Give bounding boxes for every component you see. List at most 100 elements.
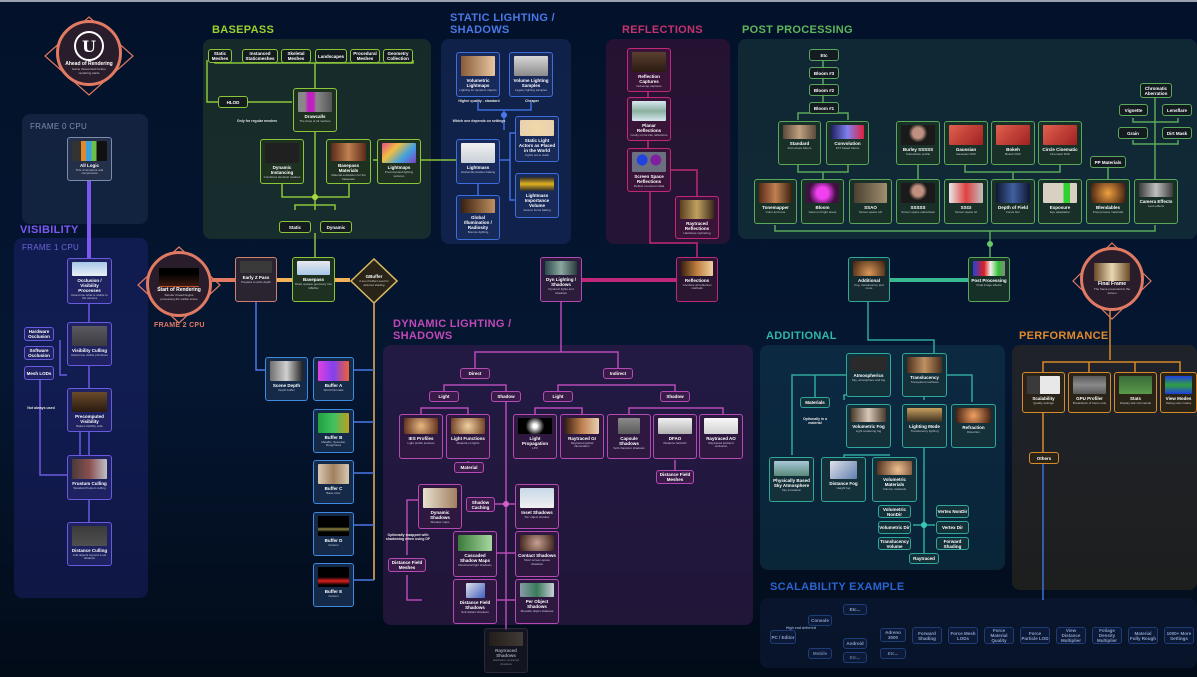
view-modes-node[interactable]: View Modes Debug view modes — [1160, 372, 1197, 413]
translucency-node[interactable]: Translucency Transparent surfaces — [902, 353, 947, 397]
reflections-node[interactable]: Reflections Combine all reflection metho… — [676, 257, 718, 302]
lightmass-importance-volume-node[interactable]: Lightmass Importance Volume Area to focu… — [515, 173, 559, 218]
source-landscapes[interactable]: Landscapes — [315, 49, 347, 63]
static-tag[interactable]: Static — [279, 221, 311, 233]
dynamic-shadows-node[interactable]: Dynamic Shadows Shadow maps — [418, 484, 462, 529]
per-object-shadows-node[interactable]: Per Object Shadows Movable object shadow… — [515, 579, 559, 624]
scal-foliage-density[interactable]: Foliage Density Multiplier — [1092, 627, 1122, 644]
all-logic-node[interactable]: All Logic Tick of all actors and compone… — [67, 137, 112, 181]
translucency-volume-tag[interactable]: Translucency Volume — [878, 537, 911, 550]
dyn-lighting-node[interactable]: Dyn Lighting / Shadows Dynamic lights an… — [540, 257, 582, 302]
refraction-node[interactable]: Refraction Distortion — [951, 404, 996, 448]
capsule-shadows-node[interactable]: Capsule Shadows Soft character shadows — [607, 414, 651, 459]
volumetric-lightmaps-node[interactable]: Volumetric Lightmaps Lighting for dynami… — [456, 52, 500, 97]
dfao-node[interactable]: DFAO Distance field AO — [653, 414, 697, 459]
pp-ssgi-node[interactable]: SSGI Screen space GI — [944, 179, 988, 224]
buffer-e-node[interactable]: Buffer E Custom — [313, 563, 354, 607]
indirect-tag[interactable]: Indirect — [603, 368, 633, 379]
scal-force-mesh-lods[interactable]: Force Mesh LODs — [948, 627, 978, 644]
light-functions-node[interactable]: Light Functions Material on lights — [446, 414, 490, 459]
hlod-tag[interactable]: HLOD — [218, 96, 248, 108]
pp-standard-node[interactable]: Standard Full screen bloom — [778, 121, 821, 165]
buffer-d-node[interactable]: Buffer D Custom — [313, 512, 354, 556]
volumetric-materials-node[interactable]: Volumetric Materials Volume materials — [872, 457, 917, 502]
raytraced-tag[interactable]: Raytraced — [909, 553, 939, 564]
volumetric-fog-node[interactable]: Volumetric Fog Light scattering fog — [846, 404, 891, 448]
dynamic-instancing-node[interactable]: Dynamic Instancing Combines identical me… — [260, 139, 304, 184]
pp-bokeh-node[interactable]: Bokeh Bokeh DOF — [991, 121, 1035, 165]
distance-culling-node[interactable]: Distance Culling Cull objects beyond a s… — [67, 522, 112, 566]
global-illumination-node[interactable]: Global Illumination / Radiosity Bounce l… — [456, 195, 500, 240]
lightmaps-node[interactable]: Lightmaps Precomputed lighting textures — [377, 139, 421, 184]
post-processing-node[interactable]: Post Processing Final image effects — [968, 257, 1010, 302]
bloom2-tag[interactable]: Bloom #2 — [809, 84, 839, 96]
basepass-materials-node[interactable]: Basepass Materials Material evaluation f… — [326, 139, 371, 184]
ssr-node[interactable]: Screen Space Reflections Reflect on-scre… — [627, 148, 671, 192]
raytraced-gi-node[interactable]: Raytraced GI Raytraced global illuminati… — [560, 414, 604, 459]
lightmass-node[interactable]: Lightmass Global illumination baking — [456, 139, 500, 184]
source-procedural[interactable]: Procedural Meshes — [350, 49, 380, 63]
source-static-meshes[interactable]: Static Meshes — [208, 49, 232, 63]
scal-force-material-quality[interactable]: Force Material Quality — [984, 627, 1014, 644]
pp-exposure-node[interactable]: Exposure Eye adaptation — [1038, 179, 1082, 224]
direct-shadow-tag[interactable]: Shadow — [491, 391, 521, 402]
others-tag[interactable]: Others — [1029, 452, 1059, 464]
source-skeletal[interactable]: Skeletal Meshes — [281, 49, 311, 63]
df-shadows-node[interactable]: Distance Field Shadows Soft distant shad… — [453, 579, 497, 624]
pp-bloom-node[interactable]: Bloom Glow on bright areas — [801, 179, 844, 224]
lighting-mode-node[interactable]: Lighting Mode Translucency lighting — [902, 404, 947, 448]
indirect-light-tag[interactable]: Light — [543, 391, 573, 402]
pp-burley-node[interactable]: Burley SSSSS Subsurface profile — [896, 121, 940, 165]
shadow-caching-tag[interactable]: Shadow Caching — [466, 497, 495, 512]
software-occlusion-tag[interactable]: Software Occlusion — [24, 346, 54, 360]
pp-tonemapper-node[interactable]: Tonemapper Color and tone — [754, 179, 797, 224]
final-frame-node[interactable]: Final Frame The frame presented to the s… — [1071, 241, 1153, 321]
reflection-captures-node[interactable]: Reflection Captures Cubemap captures — [627, 48, 671, 92]
atmospherics-node[interactable]: Atmospherics Sky, atmosphere and fog — [846, 353, 891, 397]
scal-etc-1[interactable]: Etc... — [843, 604, 867, 615]
planar-reflections-node[interactable]: Planar Reflections Costly mirror-like re… — [627, 97, 671, 141]
direct-light-tag[interactable]: Light — [429, 391, 459, 402]
bloom3-tag[interactable]: Bloom #3 — [809, 67, 839, 79]
volume-lighting-samples-node[interactable]: Volume Lighting Samples Legacy lighting … — [509, 52, 553, 97]
scal-android[interactable]: Android — [843, 638, 867, 649]
volumetric-nondir-tag[interactable]: Volumetric NonDir — [878, 505, 911, 518]
volumetric-dir-tag[interactable]: Volumetric Dir — [878, 521, 911, 534]
direct-tag[interactable]: Direct — [460, 368, 490, 379]
material-tag[interactable]: Material — [454, 462, 484, 473]
scal-material-rough[interactable]: Material Fully Rough — [1128, 627, 1158, 644]
pp-gaussian-node[interactable]: Gaussian Gaussian DOF — [944, 121, 988, 165]
scal-adreno[interactable]: Adreno 3000 — [880, 628, 906, 642]
source-instanced[interactable]: Instanced Staticmeshes — [242, 49, 278, 63]
buffer-b-node[interactable]: Buffer B Metallic, Specular, Roughness — [313, 409, 354, 453]
scal-etc-2[interactable]: Etc... — [880, 648, 906, 659]
materials-tag[interactable]: Materials — [800, 397, 830, 408]
buffer-a-node[interactable]: Buffer A World Normals — [313, 357, 354, 401]
gpu-profiler-node[interactable]: GPU Profiler Breakdown of frame cost — [1068, 372, 1111, 413]
precomputed-visibility-node[interactable]: Precomputed Visibility Baked visibility … — [67, 388, 112, 432]
df-meshes-indirect-tag[interactable]: Distance Field Meshes — [656, 470, 694, 484]
frustum-culling-node[interactable]: Frustum Culling Standard frustum culling — [67, 455, 112, 500]
etc-tag[interactable]: Etc — [809, 49, 839, 61]
start-of-rendering-node[interactable]: Start of Rendering Render thread begins … — [136, 245, 222, 325]
additional-node[interactable]: Additional Fog, translucency and more — [848, 257, 890, 302]
scal-more-settings[interactable]: 1000+ More Settings — [1164, 627, 1194, 644]
raytraced-shadows-node[interactable]: Raytraced Shadows Hardware raytraced sha… — [484, 628, 528, 673]
dirt-mask-tag[interactable]: Dirt Mask — [1162, 127, 1192, 139]
scal-forward-shading[interactable]: Forward Shading — [912, 627, 942, 644]
bloom1-tag[interactable]: Bloom #1 — [809, 102, 839, 114]
pp-dof-node[interactable]: Depth of Field Focus blur — [991, 179, 1035, 224]
ies-profiles-node[interactable]: IES Profiles Light profile textures — [399, 414, 443, 459]
mesh-lods-tag[interactable]: Mesh LODs — [24, 366, 54, 380]
indirect-shadow-tag[interactable]: Shadow — [660, 391, 690, 402]
source-geometry-collection[interactable]: Geometry Collection — [383, 49, 413, 63]
raytraced-reflections-node[interactable]: Raytraced Reflections Hardware raytracin… — [675, 196, 719, 239]
dynamic-tag[interactable]: Dynamic — [320, 221, 352, 233]
df-meshes-direct-tag[interactable]: Distance Field Meshes — [388, 558, 426, 572]
basepass-node[interactable]: Basepass Draw opaque geometry into GBuff… — [292, 257, 335, 302]
pp-materials-tag[interactable]: PP Materials — [1090, 156, 1126, 168]
scal-mobile[interactable]: Mobile — [808, 648, 832, 659]
scal-force-particle-lod[interactable]: Force Particle LOD — [1020, 627, 1050, 644]
pp-circle-node[interactable]: Circle Cinematic Cinematic DOF — [1038, 121, 1082, 165]
gbuffer-node[interactable]: GBuffer A set of buffers used for deferr… — [350, 258, 398, 304]
